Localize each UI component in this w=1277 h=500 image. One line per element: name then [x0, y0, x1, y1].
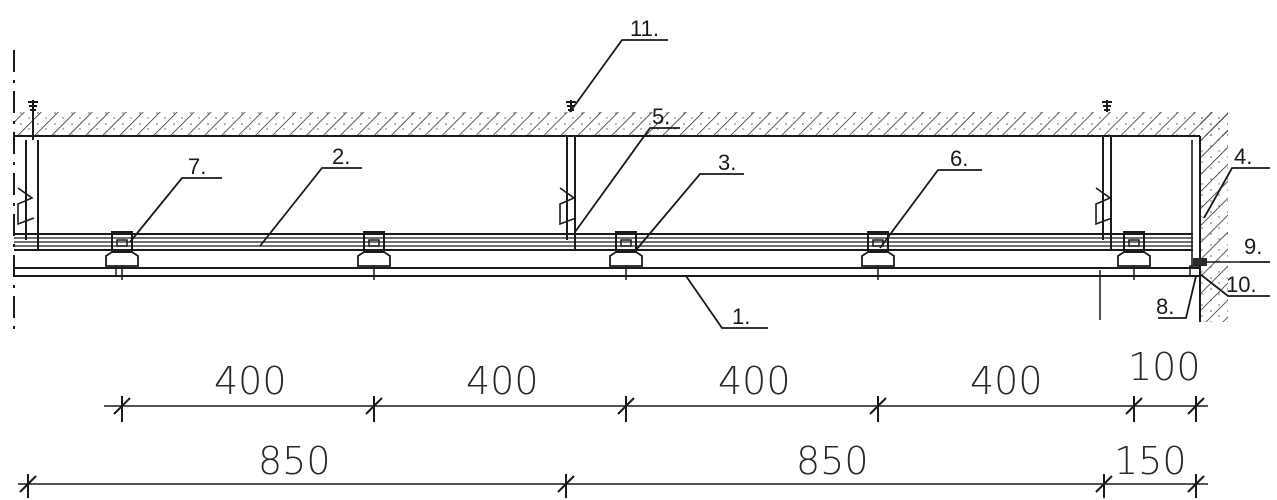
hanger-right — [1095, 100, 1113, 250]
leader-lines — [129, 39, 1270, 329]
connector-2 — [357, 231, 391, 280]
callout-6: 6. — [950, 146, 968, 171]
edge-profile — [1189, 140, 1240, 277]
dim-upper-4: 400 — [970, 359, 1043, 403]
dim-lower-3: 150 — [1114, 439, 1187, 483]
callout-5: 5. — [652, 104, 670, 129]
main-profile-stack — [14, 233, 1193, 251]
callout-8: 8. — [1156, 294, 1174, 319]
hanger-left — [17, 100, 39, 250]
callout-7: 7. — [188, 154, 206, 179]
connector-4 — [861, 231, 895, 280]
dimension-row-upper: 400 400 400 400 100 — [104, 345, 1208, 422]
callout-10: 10. — [1226, 272, 1257, 297]
dim-upper-1: 400 — [214, 359, 287, 403]
dim-upper-2: 400 — [466, 359, 539, 403]
connector-3 — [609, 231, 643, 280]
dimension-row-lower: 850 850 150 — [18, 439, 1208, 498]
callout-11: 11. — [630, 16, 659, 41]
connector-1 — [105, 231, 139, 280]
callout-9: 9. — [1244, 234, 1262, 259]
callout-2: 2. — [332, 144, 350, 169]
dim-lower-1: 850 — [258, 439, 331, 483]
concrete-slab — [14, 112, 1228, 137]
callout-3: 3. — [718, 150, 736, 175]
dim-lower-2: 850 — [796, 439, 869, 483]
ceiling-board — [14, 267, 1200, 277]
callout-4: 4. — [1234, 144, 1252, 169]
callout-labels: 11. 5. 7. 2. 3. 6. 4. 9. 10. 8. 1. — [188, 16, 1262, 329]
dim-upper-3: 400 — [718, 359, 791, 403]
connector-5 — [1117, 231, 1151, 280]
dim-upper-5: 100 — [1128, 345, 1201, 389]
callout-1: 1. — [732, 304, 750, 329]
